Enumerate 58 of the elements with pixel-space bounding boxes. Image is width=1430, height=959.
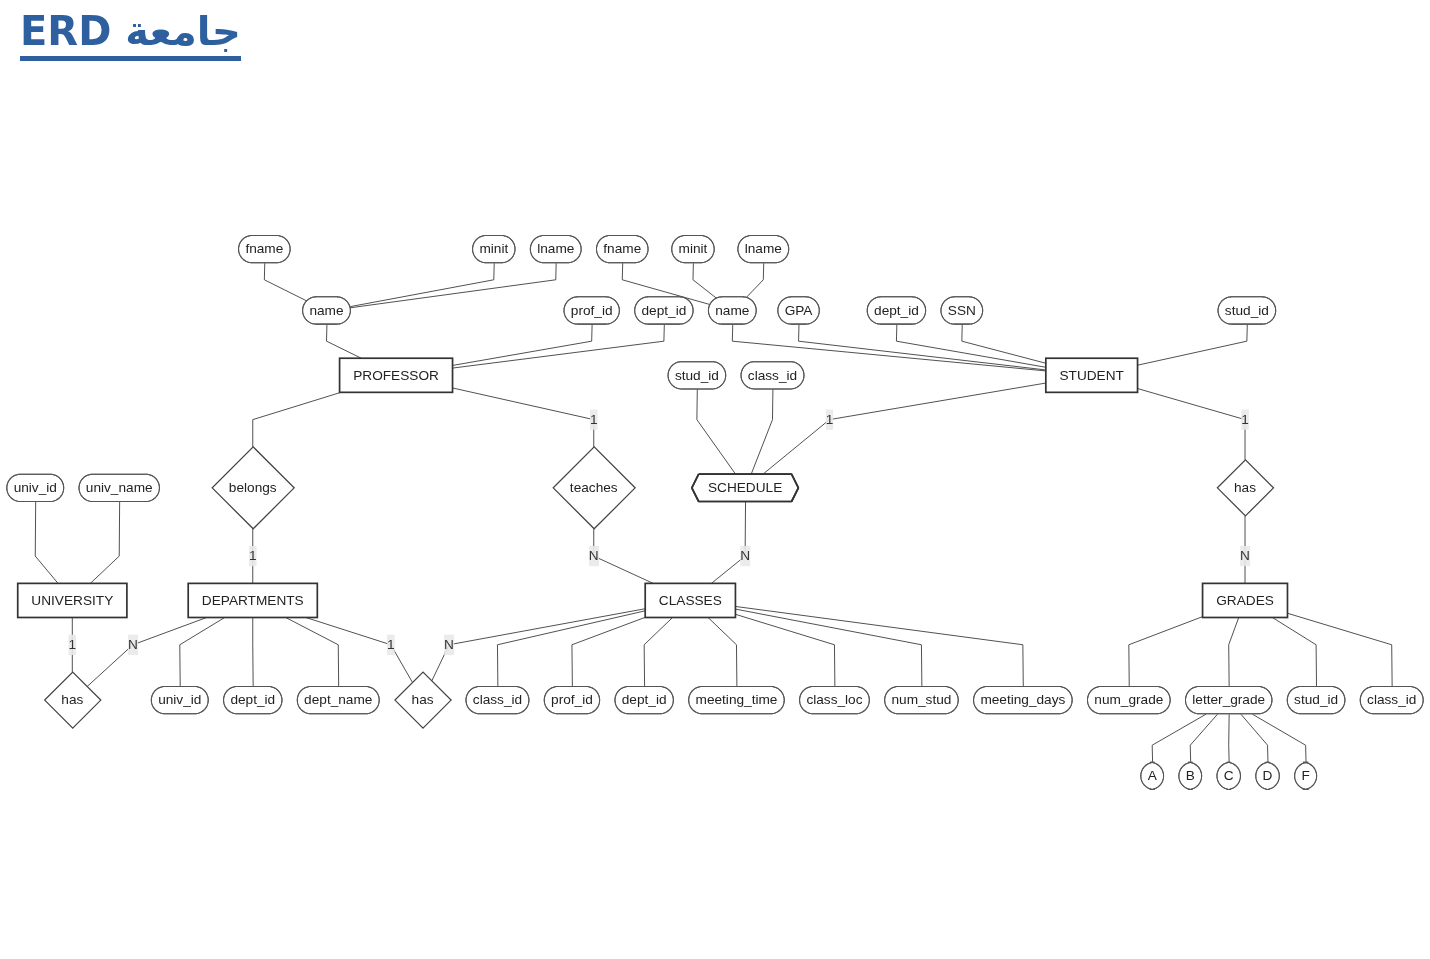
node-box: PROFESSOR — [338, 357, 454, 394]
node-diamond: has — [394, 671, 452, 730]
edge-label: N — [127, 637, 138, 652]
edge-label: 1 — [68, 637, 77, 652]
connector — [452, 387, 595, 448]
connector — [735, 613, 836, 688]
connector — [692, 262, 718, 299]
node-box: STUDENT — [1044, 357, 1139, 394]
connector — [1137, 388, 1246, 461]
node-box: DEPARTMENTS — [187, 582, 319, 619]
node-box: UNIVERSITY — [16, 582, 128, 619]
node-diamond: belongs — [211, 446, 296, 530]
edge-label: N — [588, 548, 599, 563]
connector — [34, 501, 59, 584]
connector — [750, 388, 774, 476]
connector — [1287, 612, 1393, 688]
connector — [593, 528, 654, 584]
edge-label: N — [444, 637, 454, 652]
connector — [643, 617, 673, 688]
connector — [707, 617, 738, 688]
edge-label: 1 — [589, 411, 598, 427]
connector — [745, 262, 765, 299]
connector — [179, 617, 226, 688]
connector — [621, 262, 711, 306]
connector — [263, 262, 308, 302]
edge-label: N — [740, 548, 751, 563]
connector — [571, 616, 646, 688]
connector — [1228, 617, 1240, 688]
node-diamond: has — [1216, 458, 1275, 517]
edge-label: 1 — [825, 411, 834, 427]
connector — [1271, 617, 1317, 688]
connector — [735, 606, 1024, 688]
connector — [349, 262, 495, 308]
diagram-title: ERD جامعة — [20, 8, 241, 61]
connector — [431, 608, 646, 682]
node-box: CLASSES — [644, 582, 737, 619]
connector — [710, 501, 746, 584]
connector — [285, 617, 340, 688]
connector — [1137, 324, 1248, 366]
node-diamond: teaches — [552, 446, 637, 530]
node-diamond: has — [43, 671, 102, 730]
edge-label: 1 — [387, 637, 395, 652]
connector — [1128, 616, 1203, 688]
edge-label: N — [1240, 548, 1250, 563]
edge-label: 1 — [248, 548, 257, 563]
connector — [252, 617, 254, 688]
connector — [89, 501, 121, 584]
connector — [452, 324, 593, 366]
connector — [452, 324, 665, 369]
edge-label: 1 — [1241, 411, 1249, 427]
connector — [350, 262, 557, 309]
connector — [696, 388, 737, 476]
connector — [252, 391, 342, 448]
connector — [1244, 515, 1246, 584]
connector — [735, 608, 923, 688]
connector — [326, 324, 362, 359]
node-box: GRADES — [1201, 582, 1289, 619]
connector — [497, 610, 646, 688]
